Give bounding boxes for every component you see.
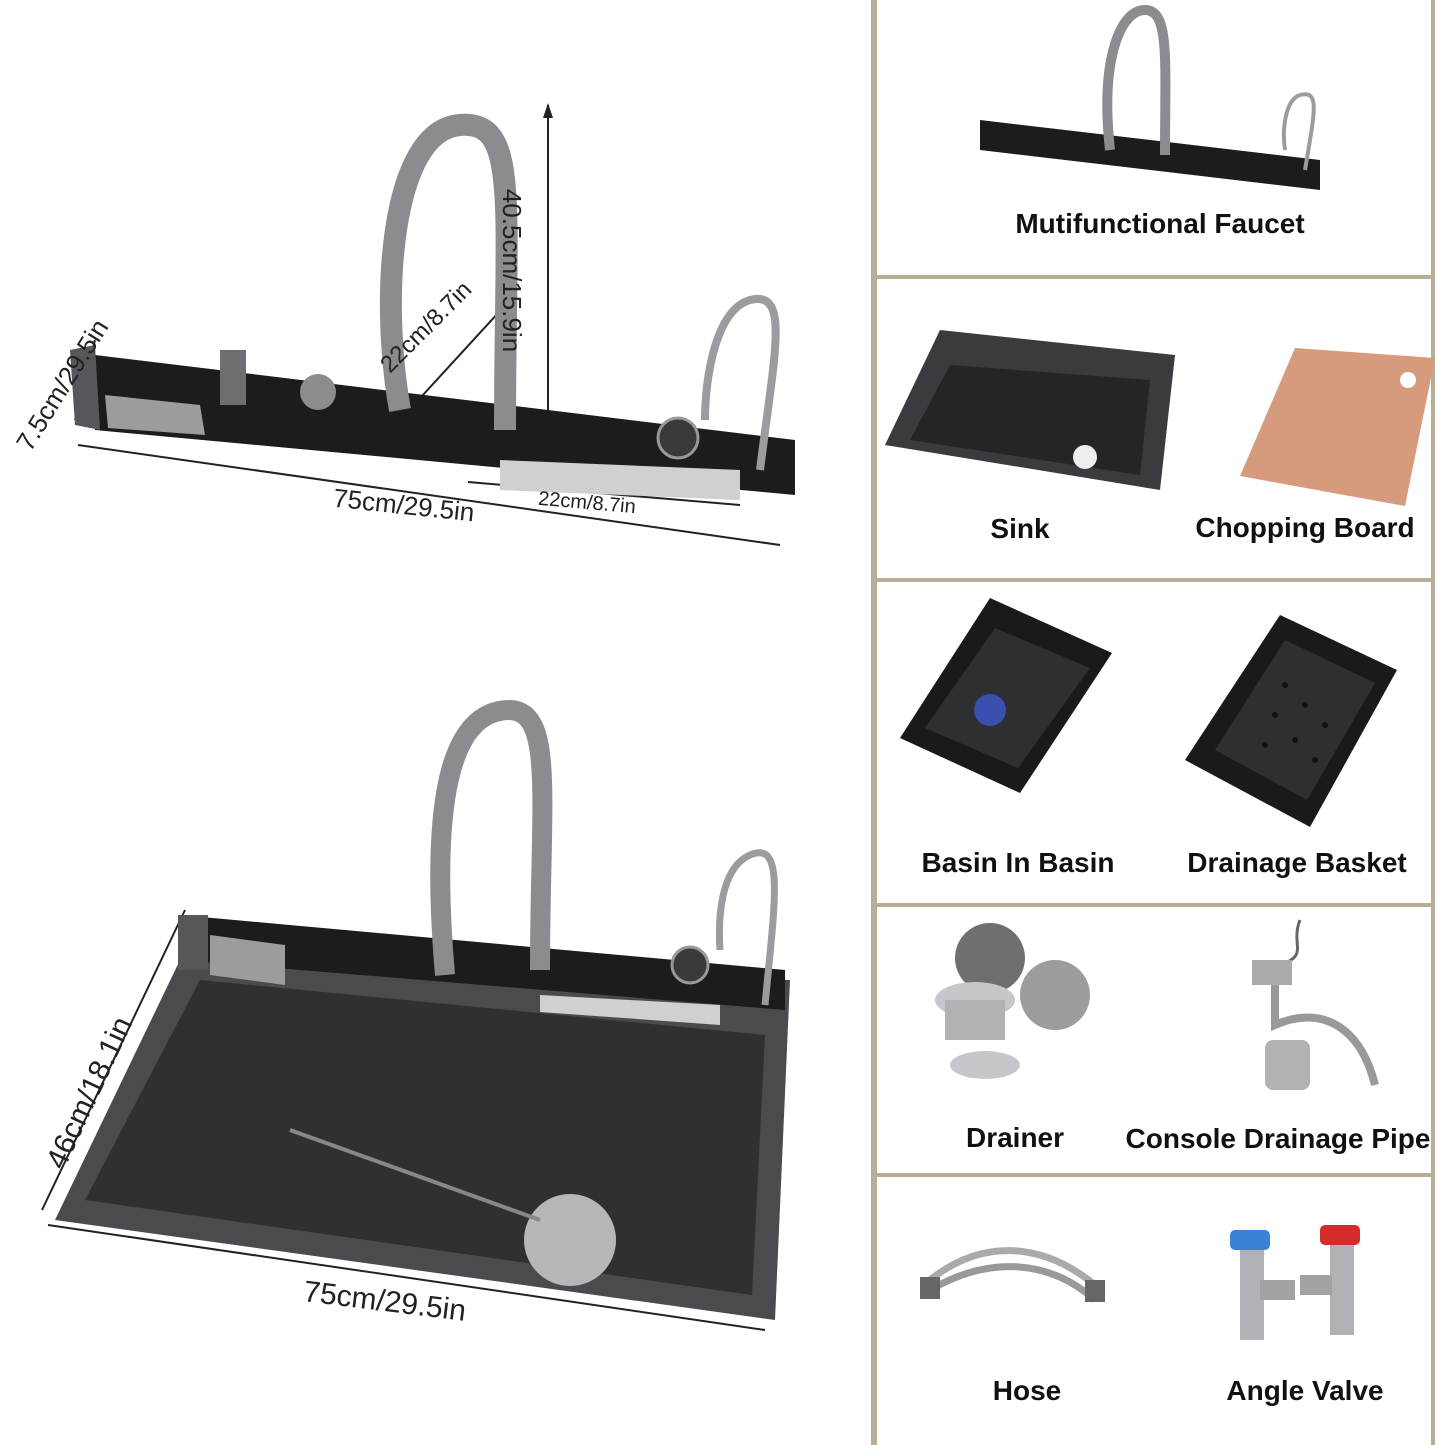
component-label: Chopping Board: [1195, 512, 1415, 543]
faucet-icon: [980, 4, 1320, 190]
divider: [877, 903, 1435, 907]
dimension-height: 40.5cm/15.9in: [497, 188, 528, 353]
component-label: Angle Valve: [1226, 1375, 1384, 1406]
drainer-icon: [935, 923, 1090, 1079]
hose-icon: [920, 1247, 1105, 1303]
chopping-board-icon: [1240, 348, 1435, 506]
component-label: Hose: [992, 1375, 1062, 1406]
component-label: Drainage Basket: [1187, 847, 1407, 878]
faucet-panel-illustration: [70, 103, 795, 546]
basket-icon: [1185, 615, 1397, 827]
component-label: Sink: [990, 513, 1050, 544]
component-label: Basin In Basin: [921, 847, 1115, 878]
component-label: Console Drainage Pipe: [1125, 1123, 1431, 1154]
components-panel: [871, 0, 1435, 1445]
angle-valve-icon: [1230, 1225, 1360, 1340]
drainage-pipe-icon: [1252, 919, 1379, 1090]
divider: [877, 578, 1435, 582]
sink-illustration: [41, 700, 790, 1331]
component-label: Drainer: [965, 1122, 1065, 1153]
divider: [877, 1173, 1435, 1177]
sink-icon: [885, 330, 1175, 490]
divider: [877, 275, 1435, 279]
basin-icon: [900, 598, 1112, 793]
component-label: Mutifunctional Faucet: [1015, 208, 1305, 239]
